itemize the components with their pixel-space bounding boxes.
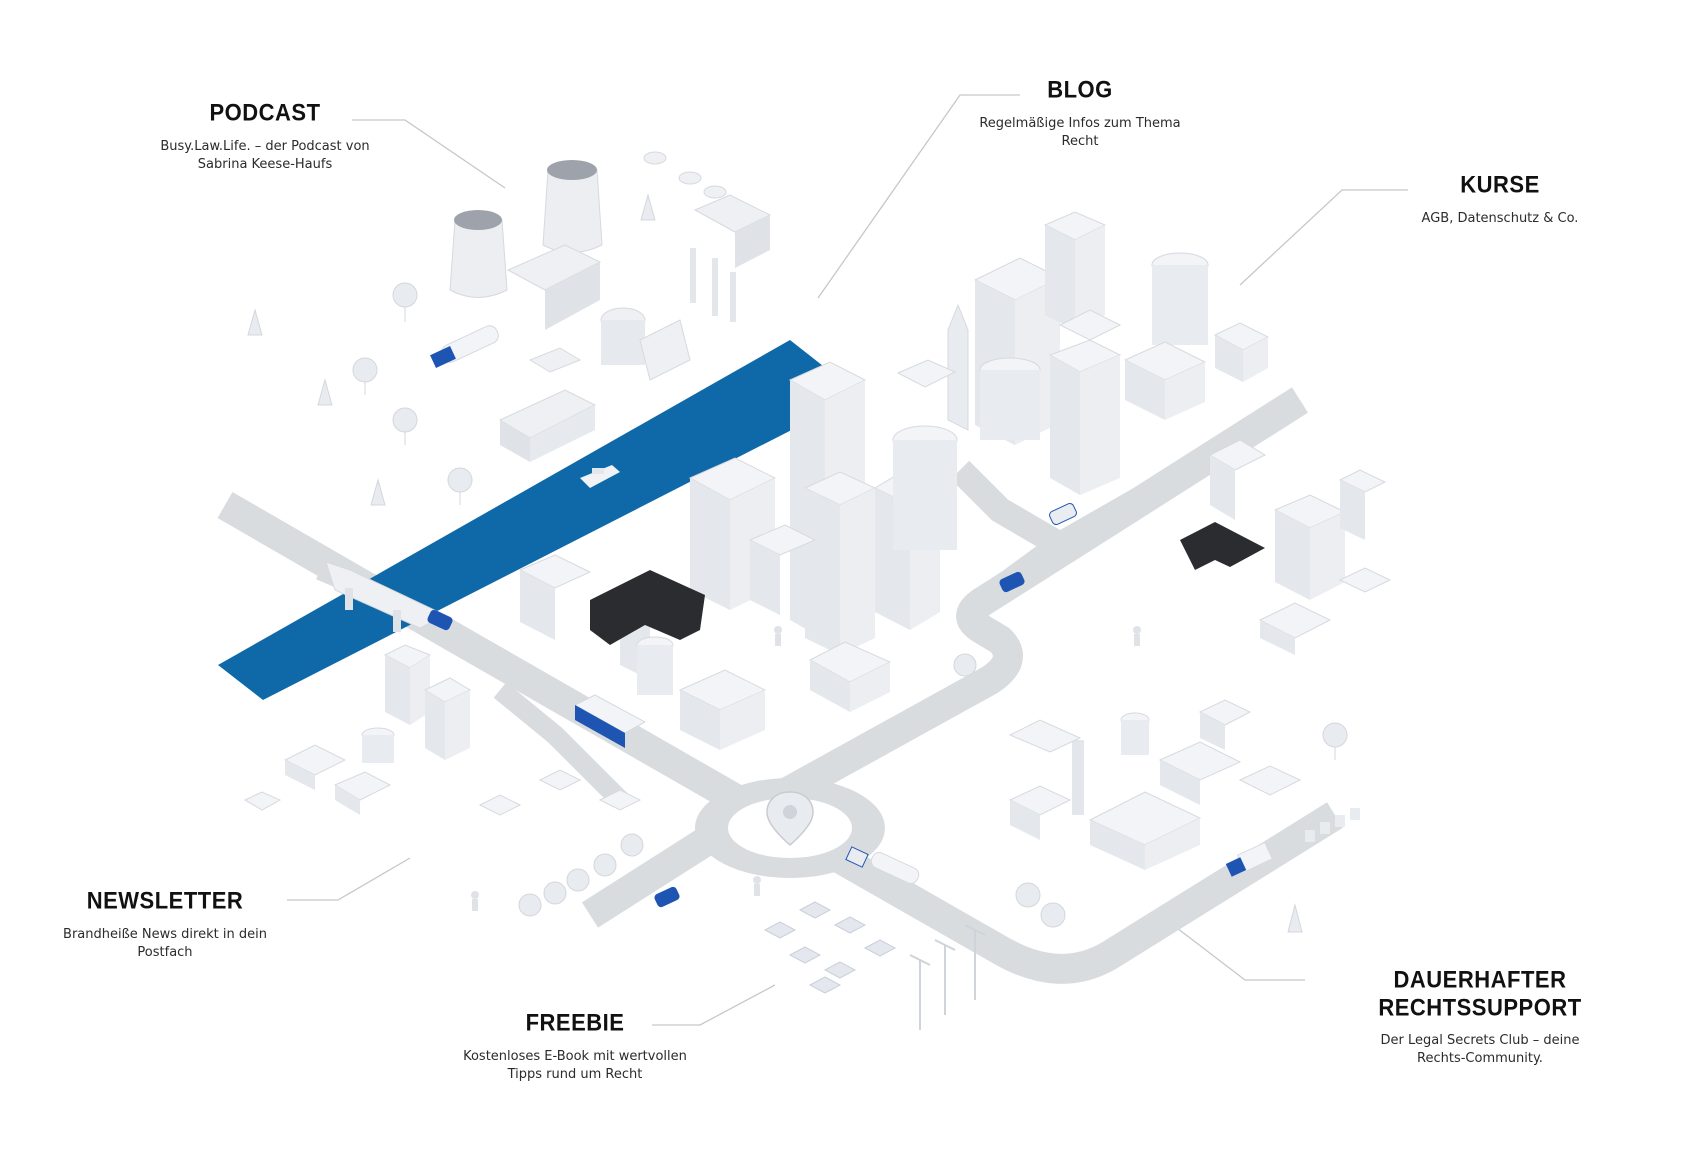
- podcast-description-line-1: Busy.Law.Life. – der Podcast von: [160, 139, 370, 154]
- location-pin-icon: [766, 791, 814, 846]
- east-residential: [1208, 439, 1392, 655]
- road-south-east: [747, 796, 1343, 984]
- freebie-description-line-1: Kostenloses E-Book mit wertvollen: [463, 1049, 687, 1064]
- solar-field: [763, 901, 897, 994]
- support-description: Der Legal Secrets Club – deine Rechts-Co…: [1300, 1032, 1660, 1068]
- wind-turbines: [909, 924, 986, 1030]
- truck-south-east: [1225, 841, 1274, 877]
- car-upper-road: [1049, 502, 1077, 526]
- callout-kurse: KURSE AGB, Datenschutz & Co.: [1380, 170, 1620, 228]
- callout-podcast: PODCAST Busy.Law.Life. – der Podcast von…: [140, 98, 390, 174]
- tanker-truck-south: [845, 846, 920, 885]
- callout-support: DAUERHAFTER RECHTSSUPPORT Der Legal Secr…: [1300, 965, 1660, 1068]
- support-description-line-1: Der Legal Secrets Club – deine: [1380, 1033, 1580, 1048]
- blog-description-line-1: Regelmäßige Infos zum Thema: [979, 116, 1181, 131]
- leader-line-freebie: [652, 984, 776, 1026]
- newsletter-title[interactable]: NEWSLETTER: [86, 886, 244, 914]
- leader-line-blog: [817, 94, 1020, 299]
- podcast-description: Busy.Law.Life. – der Podcast von Sabrina…: [140, 138, 390, 174]
- support-title[interactable]: DAUERHAFTER RECHTSSUPPORT: [1378, 965, 1582, 1021]
- newsletter-description: Brandheiße News direkt in dein Postfach: [40, 926, 290, 962]
- leader-line-podcast: [352, 119, 506, 189]
- trees: [247, 193, 1348, 933]
- car-loop-road: [999, 571, 1025, 593]
- car-south-west: [654, 886, 680, 908]
- blog-description: Regelmäßige Infos zum Thema Recht: [950, 115, 1210, 151]
- southwest-village: [243, 644, 642, 816]
- support-description-line-2: Rechts-Community.: [1417, 1051, 1543, 1066]
- podcast-title[interactable]: PODCAST: [209, 98, 321, 126]
- dark-roof-block-east: [1180, 522, 1265, 570]
- leader-line-kurse: [1239, 189, 1408, 286]
- pedestrians: [471, 626, 1141, 911]
- kurse-title[interactable]: KURSE: [1460, 170, 1540, 198]
- road-upper-branch: [950, 460, 1073, 611]
- newsletter-description-line-2: Postfach: [137, 945, 193, 960]
- southeast-industrial: [1008, 699, 1360, 870]
- newsletter-description-line-1: Brandheiße News direkt in dein: [63, 927, 267, 942]
- callout-newsletter: NEWSLETTER Brandheiße News direkt in dei…: [40, 886, 290, 962]
- road-main-diagonal: [217, 492, 763, 824]
- vehicles: [427, 502, 1274, 908]
- river: [218, 340, 860, 700]
- freebie-description: Kostenloses E-Book mit wertvollen Tipps …: [440, 1048, 710, 1084]
- blog-description-line-2: Recht: [1061, 134, 1099, 149]
- kurse-description-line-1: AGB, Datenschutz & Co.: [1421, 211, 1579, 226]
- leader-lines: [287, 94, 1408, 1026]
- kurse-description: AGB, Datenschutz & Co.: [1380, 210, 1620, 228]
- leader-line-support: [1159, 914, 1305, 981]
- callout-freebie: FREEBIE Kostenloses E-Book mit wertvolle…: [440, 1008, 710, 1084]
- cooling-tower-left: [449, 210, 508, 298]
- freebie-description-line-2: Tipps rund um Recht: [507, 1067, 643, 1082]
- podcast-description-line-2: Sabrina Keese-Haufs: [197, 157, 333, 172]
- roundabout: [695, 778, 885, 878]
- blog-title[interactable]: BLOG: [1047, 75, 1113, 103]
- road-side-street: [493, 682, 628, 808]
- downtown-highrises: [518, 361, 958, 750]
- freebie-title[interactable]: FREEBIE: [525, 1008, 625, 1036]
- bus: [573, 694, 647, 748]
- tanker-truck: [430, 325, 499, 368]
- road-east: [1053, 453, 1207, 557]
- callout-blog: BLOG Regelmäßige Infos zum Thema Recht: [950, 75, 1210, 151]
- road-right-loop: [747, 387, 1309, 824]
- car-bridge: [427, 609, 453, 631]
- boat: [580, 465, 620, 488]
- cooling-tower-right: [542, 160, 603, 253]
- leader-line-newsletter: [287, 857, 411, 901]
- industrial-zone: [449, 151, 772, 462]
- business-district: [896, 211, 1270, 495]
- dark-roof-block-center: [590, 570, 705, 645]
